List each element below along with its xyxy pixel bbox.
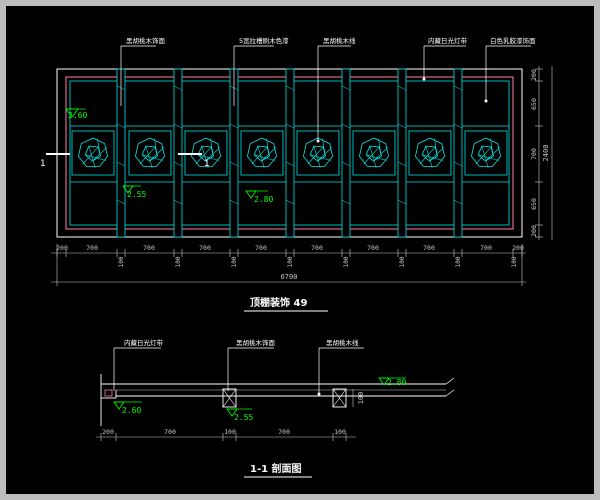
section-callout-3: 黑胡桃木线 — [326, 338, 359, 347]
carved-panel — [240, 130, 284, 176]
section-level-1: 2.60 — [122, 406, 141, 415]
carved-panel — [128, 130, 172, 176]
plan-dim-label: 700 — [143, 244, 155, 252]
section-callout-2: 黑胡桃木饰面 — [236, 338, 276, 347]
plan-level-marks: 2.60 2.55 2.80 — [65, 108, 273, 204]
section-dimensions: 100 200 700 100 700 100 — [96, 389, 365, 441]
plan-callout-1: 黑胡桃木饰面 — [126, 36, 166, 45]
plan-beam-dim-label: 100 — [175, 256, 182, 267]
plan-right-dim-label: 700 — [530, 148, 538, 160]
carved-panel — [408, 130, 452, 176]
plan-level-3: 2.80 — [254, 195, 273, 204]
plan-level-2: 2.55 — [127, 190, 146, 199]
carved-panel — [352, 130, 396, 176]
plan-callout-5: 白色乳胶漆饰面 — [490, 36, 536, 45]
section-dim-label: 200 — [102, 428, 114, 436]
plan-dim-label: 700 — [255, 244, 267, 252]
section-mark-left: 1 — [40, 159, 46, 169]
section-dim-label: 100 — [224, 428, 236, 436]
section-title: 1-1 剖面图 — [250, 462, 302, 475]
section-mark-right: 1 — [204, 159, 210, 169]
carved-panel — [184, 130, 228, 176]
plan-dim-label: 700 — [423, 244, 435, 252]
plan-dim-label: 200 — [512, 244, 524, 252]
plan-beam-dim-label: 100 — [399, 256, 406, 267]
section-body — [100, 374, 455, 426]
plan-level-1: 2.60 — [68, 111, 87, 120]
plan-dim-label: 700 — [199, 244, 211, 252]
section-dim-label: 700 — [164, 428, 176, 436]
section-dim-label: 700 — [278, 428, 290, 436]
section-beam-2 — [332, 388, 347, 408]
plan-right-dim-label: 200 — [530, 69, 538, 81]
plan-beam-dim-label: 100 — [118, 256, 125, 267]
plan-beam — [397, 68, 407, 238]
section-callout-1: 内藏日光灯带 — [124, 338, 164, 347]
plan-dim-label: 200 — [56, 244, 68, 252]
plan-right-dim-label: 650 — [530, 98, 538, 110]
cad-canvas: 黑胡桃木饰面 5宽拉槽刷木色漆 黑胡桃木线 内藏日光灯带 白色乳胶漆饰面 2.6… — [40, 36, 553, 478]
plan-beam-dim-label: 100 — [287, 256, 294, 267]
section-light-trough — [104, 389, 113, 397]
plan-dimensions: 6700 200 700 700 700 700 700 700 700 700 200 100 1… — [51, 66, 553, 286]
section-level-3: 2.80 — [387, 378, 406, 387]
plan-callout-3: 黑胡桃木线 — [323, 36, 356, 45]
plan-total-width: 6700 — [281, 273, 298, 281]
carved-panel — [71, 130, 115, 176]
plan-beam — [453, 68, 463, 238]
plan-dim-label: 700 — [367, 244, 379, 252]
section-beam-1 — [222, 388, 237, 408]
section-callouts: 内藏日光灯带 黑胡桃木饰面 黑胡桃木线 — [113, 338, 364, 396]
plan-beam — [285, 68, 295, 238]
plan-callouts: 黑胡桃木饰面 5宽拉槽刷木色漆 黑胡桃木线 内藏日光灯带 白色乳胶漆饰面 — [120, 36, 536, 143]
plan-beam — [341, 68, 351, 238]
carved-panel — [464, 130, 508, 176]
plan-total-height: 2400 — [542, 145, 550, 162]
plan-right-dim-label: 650 — [530, 198, 538, 210]
plan-dim-label: 700 — [311, 244, 323, 252]
plan-right-dim-label: 200 — [530, 225, 538, 237]
plan-beams — [116, 68, 463, 238]
plan-dim-label: 700 — [480, 244, 492, 252]
plan-callout-4: 内藏日光灯带 — [428, 36, 468, 45]
section-level-marks: 2.60 2.55 2.80 — [113, 377, 406, 422]
plan-beam-dim-label: 100 — [455, 256, 462, 267]
plan-callout-2: 5宽拉槽刷木色漆 — [239, 36, 289, 45]
plan-dim-label: 700 — [86, 244, 98, 252]
ceiling-plan: 黑胡桃木饰面 5宽拉槽刷木色漆 黑胡桃木线 内藏日光灯带 白色乳胶漆饰面 2.6… — [40, 36, 553, 312]
plan-beam-dim-label: 100 — [231, 256, 238, 267]
section-level-2: 2.55 — [234, 413, 253, 422]
section-vertical-dim: 100 — [357, 392, 365, 405]
plan-carved-panels — [71, 130, 508, 176]
plan-beam-dim-label: 100 — [511, 256, 518, 267]
section-1-1: 内藏日光灯带 黑胡桃木饰面 黑胡桃木线 2.60 2.55 2.80 100 2… — [96, 338, 455, 478]
plan-title: 顶棚装饰 49 — [250, 296, 307, 309]
plan-section-marks: 1 1 — [40, 153, 210, 169]
section-dim-label: 100 — [334, 428, 346, 436]
plan-beam-dim-label: 100 — [343, 256, 350, 267]
